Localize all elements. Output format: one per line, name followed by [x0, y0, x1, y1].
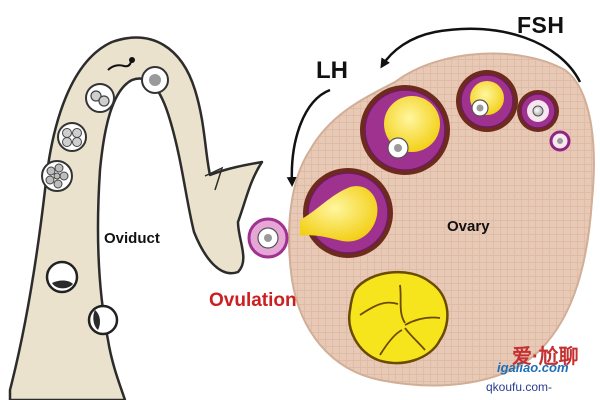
antral-follicle [360, 85, 450, 175]
lh-arrow [286, 88, 331, 187]
four-cell-embryo [57, 122, 87, 152]
rupturing-follicle [300, 168, 393, 258]
oviduct [8, 36, 264, 400]
blastocyst-2 [87, 304, 119, 336]
sperm-icon [107, 57, 135, 71]
ovulated-oocyte [247, 217, 289, 259]
watermark-title: 爱·尬聊 [512, 346, 579, 368]
corpus-luteum [348, 270, 449, 365]
two-cell-embryo [85, 83, 115, 113]
ovulation-label: Ovulation [209, 290, 297, 311]
blastocyst-1 [45, 260, 79, 294]
fsh-arrow [380, 27, 582, 83]
secondary-follicle [456, 70, 518, 132]
small-follicle [549, 130, 571, 152]
watermark-url: igaliao.com [497, 360, 569, 375]
watermark-url-secondary: qkoufu.com- [486, 380, 553, 394]
fsh-label: FSH [517, 12, 565, 38]
morula-embryo [41, 160, 73, 192]
ovary-label: Ovary [447, 218, 490, 235]
lh-label: LH [316, 57, 348, 84]
primary-follicle [517, 90, 559, 132]
egg-stages [41, 57, 169, 336]
oviduct-label: Oviduct [104, 230, 160, 247]
fertilized-egg-cell [141, 66, 169, 94]
